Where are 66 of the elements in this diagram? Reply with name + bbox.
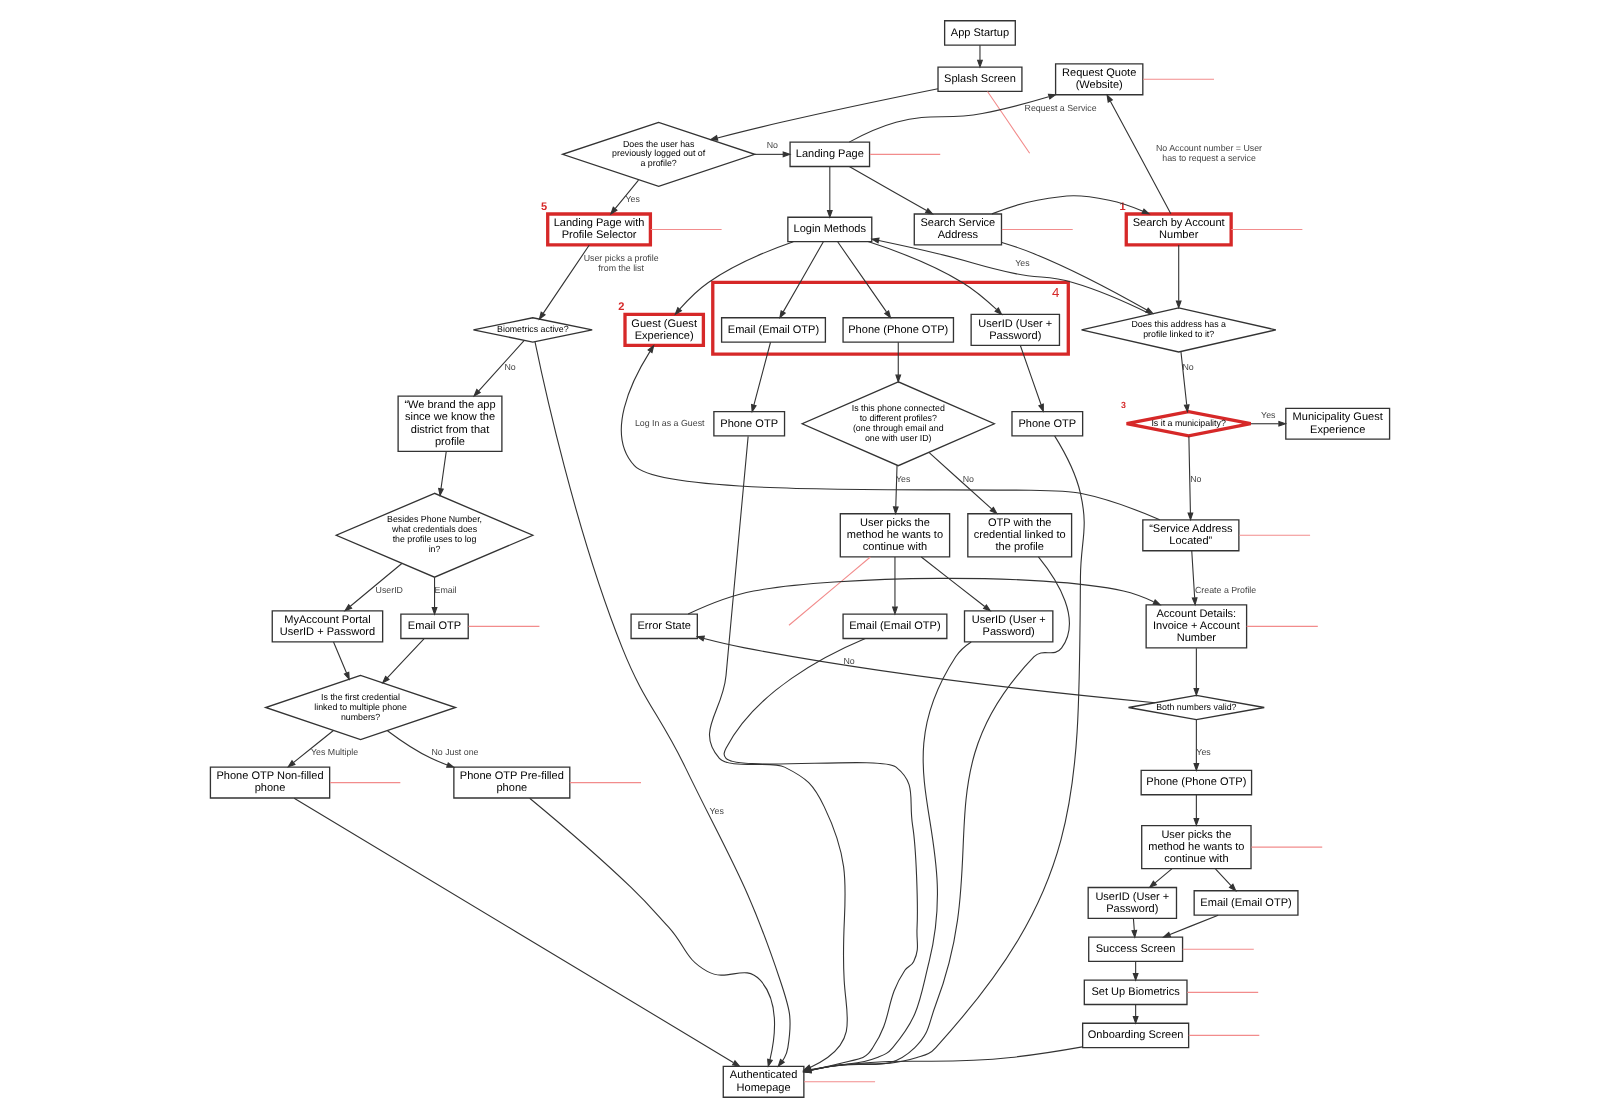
arrow (287, 729, 334, 768)
connector (1238, 534, 1311, 536)
connector (1182, 948, 1255, 950)
arrow (1161, 914, 1219, 938)
arrow (848, 165, 934, 215)
arrow (837, 241, 892, 320)
arrow (892, 464, 899, 516)
arrow (695, 635, 1156, 704)
arrow (620, 344, 1161, 521)
arrow (534, 341, 791, 1068)
arrow (1187, 435, 1194, 522)
arrow (472, 339, 525, 398)
arrow (991, 195, 1151, 215)
arrow (1148, 868, 1173, 889)
connector (1188, 1034, 1260, 1036)
arrow (976, 44, 984, 69)
connector (468, 625, 540, 627)
arrow (779, 241, 824, 320)
arrow (674, 241, 794, 316)
connector (1001, 228, 1074, 230)
arrow (1193, 794, 1200, 827)
arrow (1131, 917, 1138, 939)
arrow (1180, 351, 1190, 414)
arrow (891, 556, 899, 616)
arrow (826, 165, 833, 219)
arrow (343, 562, 403, 612)
connector (803, 1081, 876, 1083)
arrow (1250, 420, 1288, 427)
arrow (1019, 345, 1044, 413)
arrow (431, 577, 438, 616)
arrow (438, 451, 447, 497)
arrow (1214, 868, 1237, 892)
connector (1246, 625, 1319, 627)
arrow (538, 244, 590, 321)
arrow (609, 179, 640, 216)
connector (788, 556, 871, 626)
connector (986, 90, 1031, 154)
arrow (928, 451, 998, 515)
arrow (1191, 550, 1198, 607)
arrow (870, 237, 1152, 315)
connector (569, 782, 642, 784)
arrow (920, 556, 992, 612)
connector (650, 228, 723, 230)
arrow (1193, 719, 1200, 772)
arrow (751, 341, 772, 414)
cluster (711, 280, 1070, 356)
connector (1230, 228, 1303, 230)
connector (869, 153, 941, 155)
arrow (293, 797, 741, 1068)
arrow (1175, 244, 1182, 310)
arrow (848, 93, 1058, 143)
arrow (381, 638, 425, 684)
arrow (867, 241, 1003, 316)
connector (329, 782, 401, 784)
connector (1186, 991, 1259, 993)
arrow (529, 797, 776, 1068)
arrow (895, 341, 902, 384)
connector (1250, 846, 1323, 848)
connector (1142, 78, 1215, 80)
arrow (1106, 93, 1172, 215)
arrow (386, 730, 456, 768)
arrow (1193, 647, 1200, 697)
arrow (709, 88, 939, 141)
arrow (687, 577, 1162, 615)
arrow (332, 641, 350, 681)
arrow (754, 151, 792, 158)
